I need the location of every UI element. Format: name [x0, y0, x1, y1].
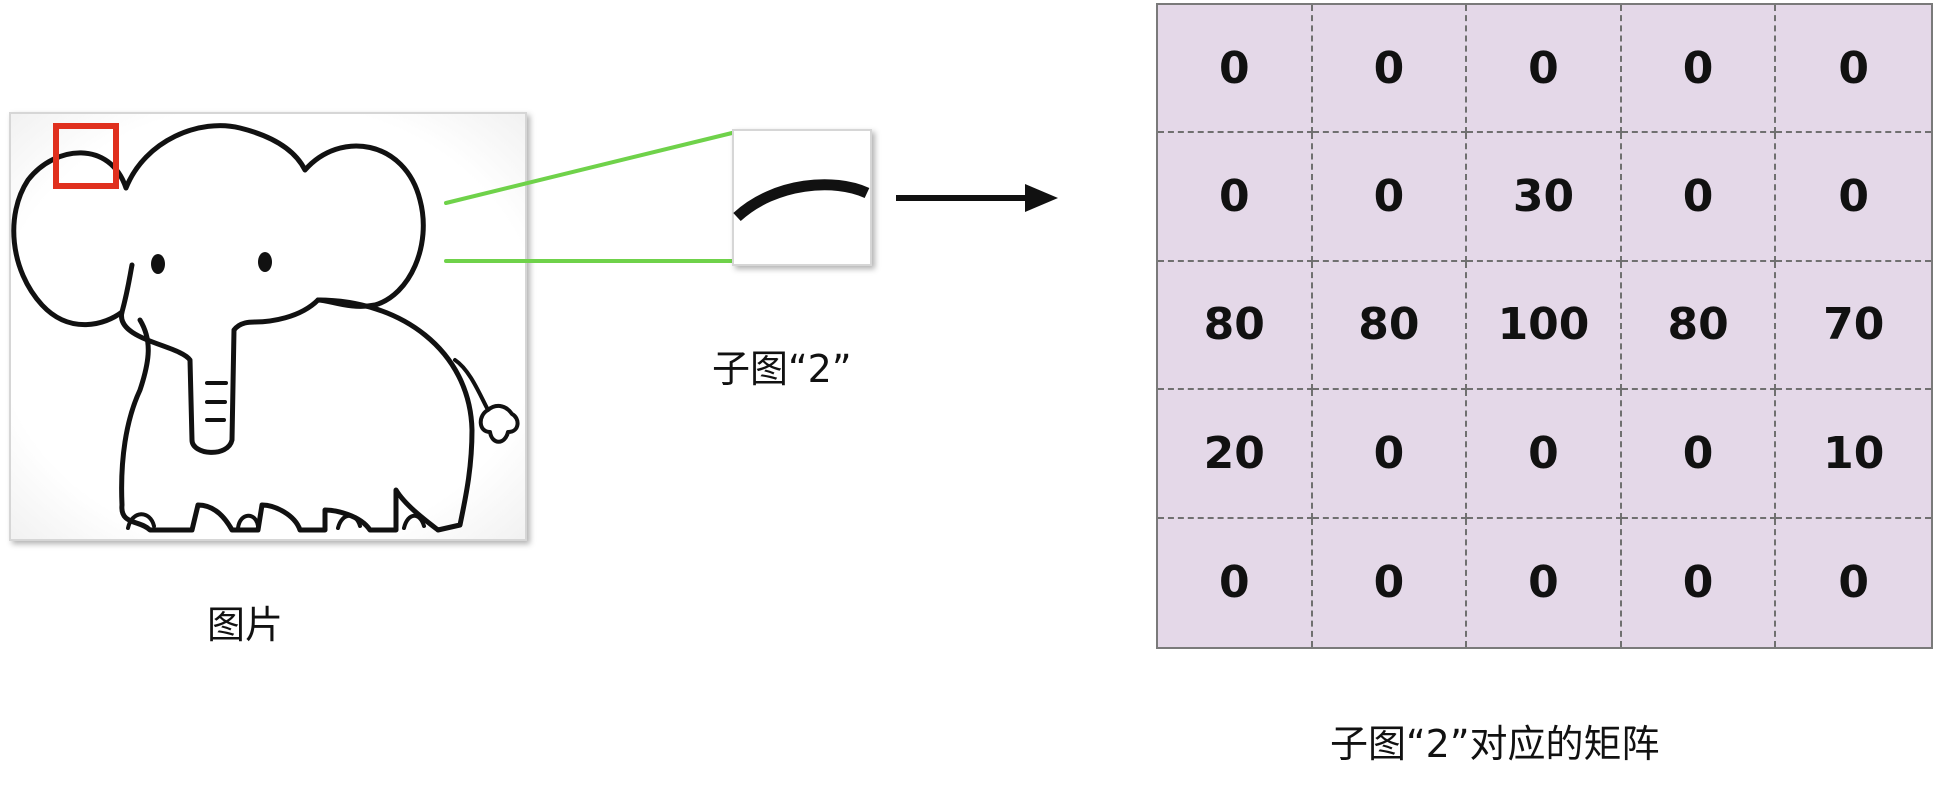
- matrix-cell: 0: [1312, 5, 1468, 134]
- elephant-picture: [9, 112, 527, 541]
- matrix-cell: 0: [1313, 518, 1468, 647]
- matrix-cell: 80: [1312, 261, 1468, 391]
- elephant-tail: [453, 358, 520, 444]
- matrix-cell: 0: [1622, 518, 1777, 647]
- matrix-cell: 0: [1312, 390, 1468, 519]
- matrix-cell: 0: [1467, 390, 1622, 519]
- subimage-curve: [733, 179, 870, 222]
- elephant-left-eye: [151, 254, 165, 274]
- connector-line-top: [444, 131, 734, 205]
- matrix-cell: 80: [1621, 261, 1777, 391]
- connector-lines: [444, 131, 734, 263]
- caption-subimage: 子图“2”: [712, 347, 852, 391]
- arrow-right-icon: [896, 184, 1058, 212]
- matrix-cell: 0: [1621, 133, 1777, 262]
- matrix-cell: 0: [1467, 518, 1622, 647]
- matrix-cell: 0: [1776, 5, 1931, 134]
- matrix-cell: 0: [1621, 390, 1777, 519]
- elephant-right-eye: [258, 252, 272, 272]
- matrix-cell: 100: [1467, 261, 1622, 391]
- caption-image: 图片: [207, 603, 284, 647]
- matrix-cell: 30: [1467, 133, 1622, 262]
- caption-matrix: 子图“2”对应的矩阵: [1330, 722, 1660, 766]
- selection-box: [53, 123, 119, 189]
- elephant-trunk-rings: [205, 381, 228, 422]
- matrix-cell: 10: [1776, 390, 1931, 519]
- matrix-cell: 0: [1158, 518, 1313, 647]
- elephant-toes: [126, 512, 426, 530]
- pixel-matrix: 0 0 0 0 0 0 0 30 0 0 80 80 100 80 70 20 …: [1156, 3, 1933, 649]
- matrix-cell: 0: [1776, 133, 1931, 262]
- matrix-cell: 70: [1776, 262, 1931, 391]
- matrix-cell: 20: [1158, 390, 1313, 519]
- matrix-cell: 0: [1838, 557, 1869, 609]
- elephant-body-outline: [119, 297, 475, 533]
- subimage-zoom: [732, 129, 872, 266]
- matrix-cell: 0: [1158, 133, 1313, 262]
- elephant-drawing: [11, 123, 520, 533]
- subimage-frame: [732, 129, 872, 266]
- matrix-cell: 0: [1621, 5, 1777, 134]
- matrix-cell: 0: [1158, 5, 1313, 134]
- matrix-cell: 0: [1312, 133, 1468, 262]
- matrix-cell: 80: [1158, 261, 1313, 391]
- matrix-cell: 0: [1467, 5, 1622, 134]
